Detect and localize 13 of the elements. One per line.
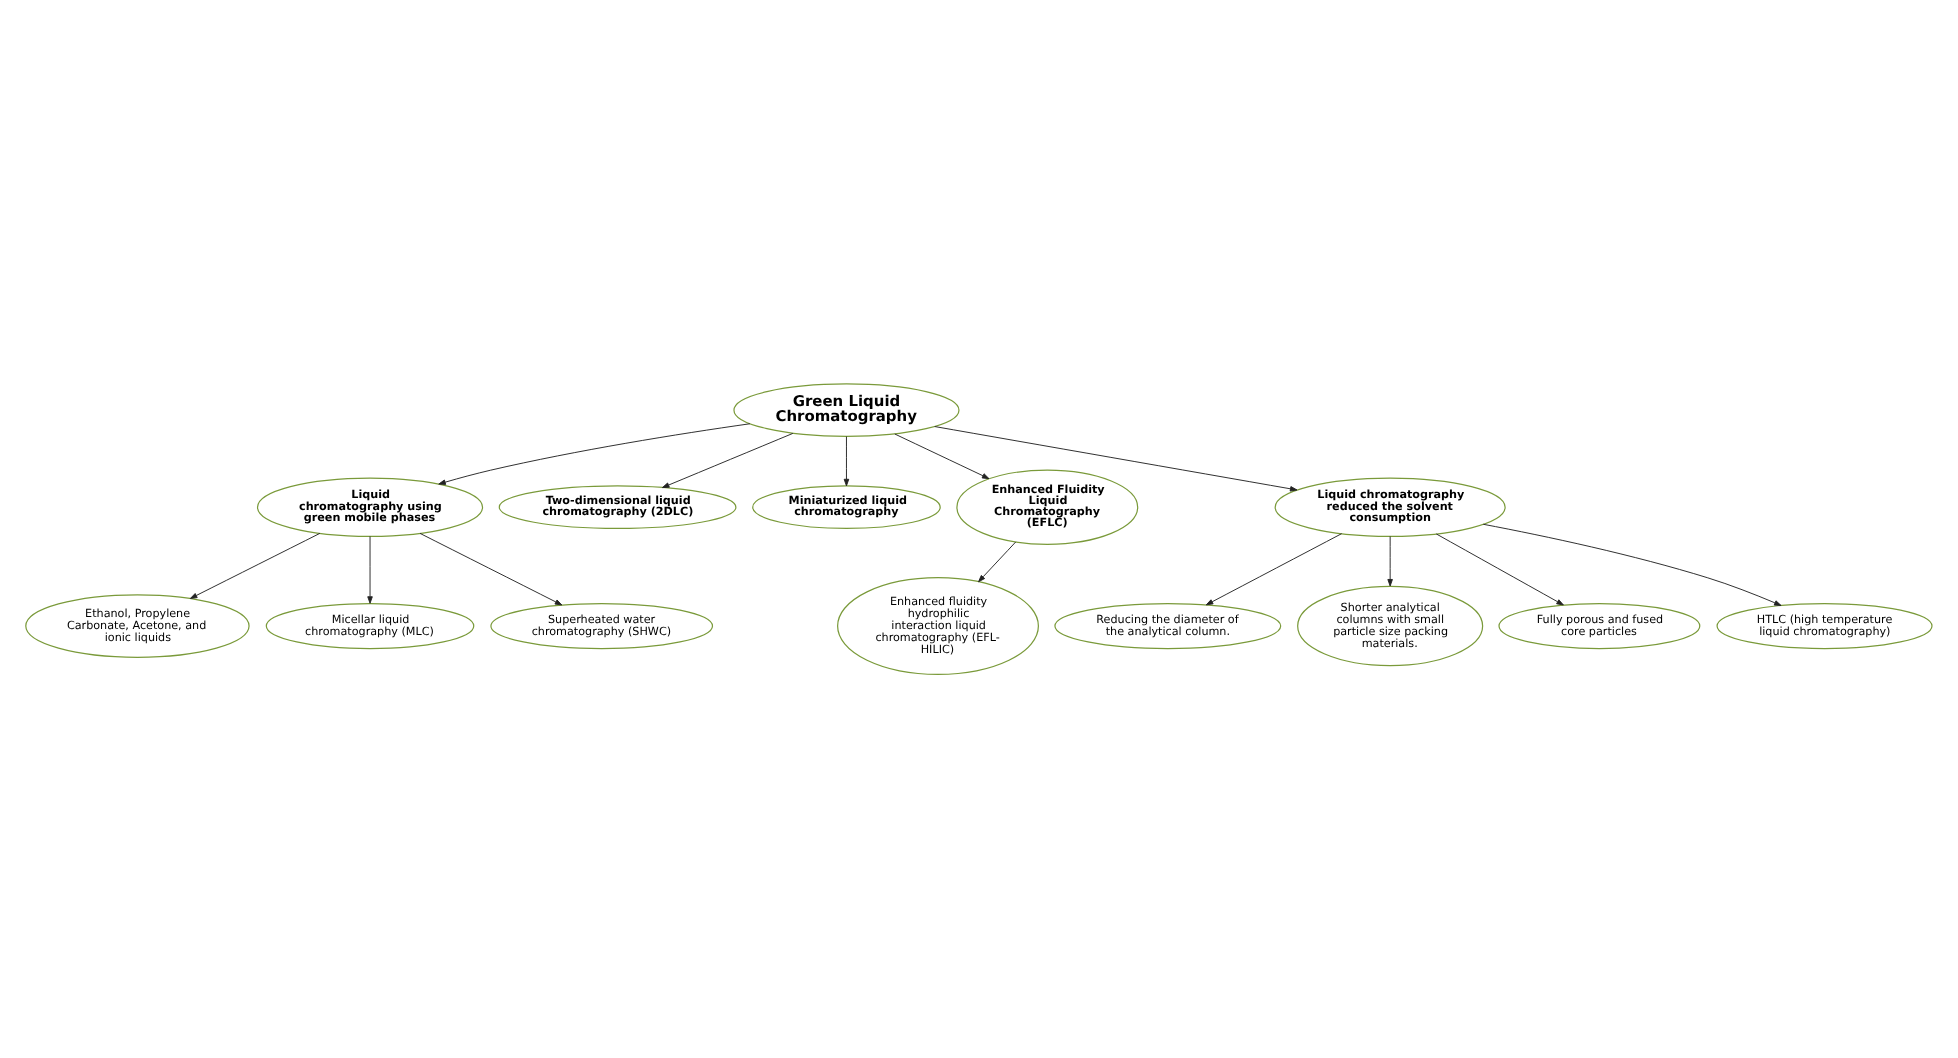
arrow — [189, 532, 321, 599]
arrow — [438, 423, 751, 485]
arrow — [1435, 533, 1564, 606]
arrow — [843, 436, 850, 487]
arrow — [1482, 523, 1782, 606]
arrow — [934, 426, 1298, 492]
arrow — [419, 532, 563, 606]
arrow — [1205, 533, 1343, 606]
arrow — [662, 432, 794, 489]
arrow — [367, 536, 373, 604]
arrow — [978, 541, 1017, 583]
arrow — [894, 433, 990, 480]
arrow — [1387, 536, 1393, 587]
